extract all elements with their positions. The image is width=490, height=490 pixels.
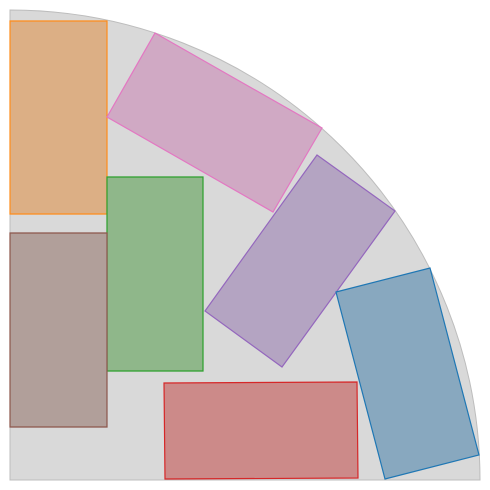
brown-rectangle — [9, 232, 108, 428]
orange-rectangle — [9, 20, 108, 215]
rectangles-group — [9, 20, 480, 480]
red-rectangle — [163, 381, 359, 480]
green-rectangle — [106, 176, 204, 372]
pink-rectangle — [106, 32, 323, 213]
purple-rectangle — [204, 154, 396, 368]
blue-rectangle — [335, 267, 480, 480]
